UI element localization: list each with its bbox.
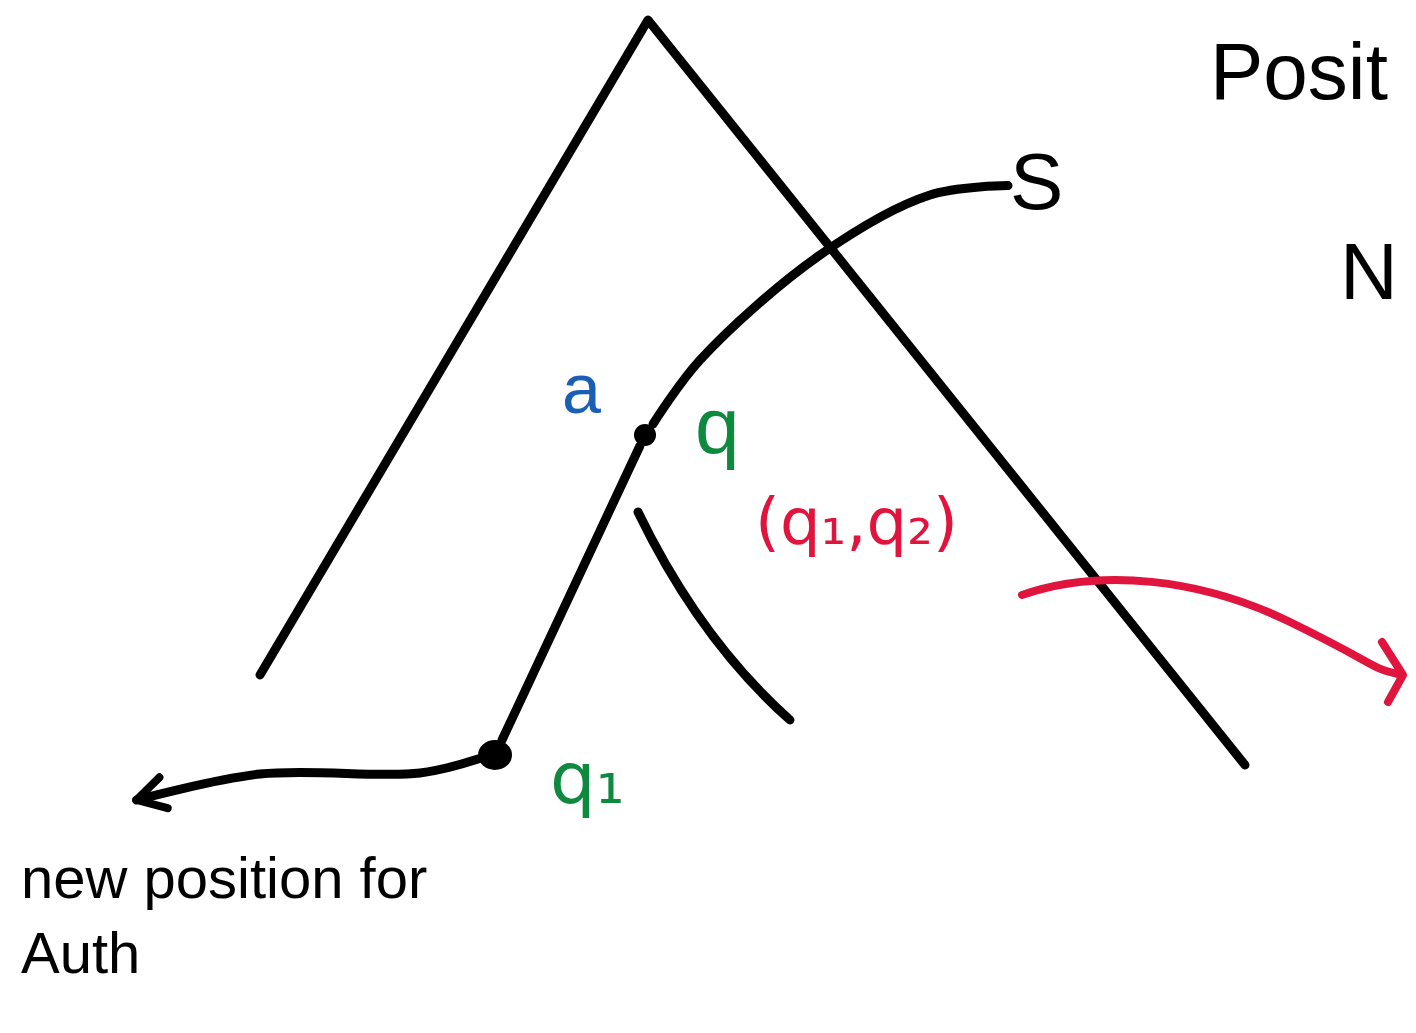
state-name: S: [1010, 142, 1066, 222]
text-anchor: (q₁,q₂): [755, 490, 958, 554]
node-dot: [478, 740, 512, 770]
heading-fragment: N: [1340, 232, 1398, 312]
note-block: new position for Auth: [15, 800, 449, 997]
state-symbol: q: [695, 386, 740, 466]
node-dot: [634, 424, 656, 446]
tree-node: aq: [634, 424, 656, 446]
node-dot: [478, 740, 512, 770]
node-dot: [634, 424, 656, 446]
text-anchor: Posit: [1210, 32, 1388, 112]
state-symbol: q₁: [550, 742, 625, 814]
text-anchor: a: [562, 354, 601, 424]
heading-fragment: Posit: [1210, 32, 1388, 112]
note-text: new position for Auth: [21, 840, 441, 991]
tree-edge: [502, 446, 640, 740]
text-anchor: q₁: [550, 742, 625, 814]
state-label: S: [1008, 140, 1068, 224]
red-arrowhead: [1382, 642, 1403, 702]
state-pair: (q₁,q₂): [755, 490, 958, 554]
text-anchor: q: [695, 386, 740, 466]
tree-node: q₁: [478, 740, 512, 770]
node-symbol: a: [562, 354, 601, 424]
tree-outline: [260, 20, 1245, 765]
red-arrow: [1022, 580, 1398, 674]
text-anchor: N: [1340, 232, 1398, 312]
leader-arrow: [137, 759, 478, 800]
